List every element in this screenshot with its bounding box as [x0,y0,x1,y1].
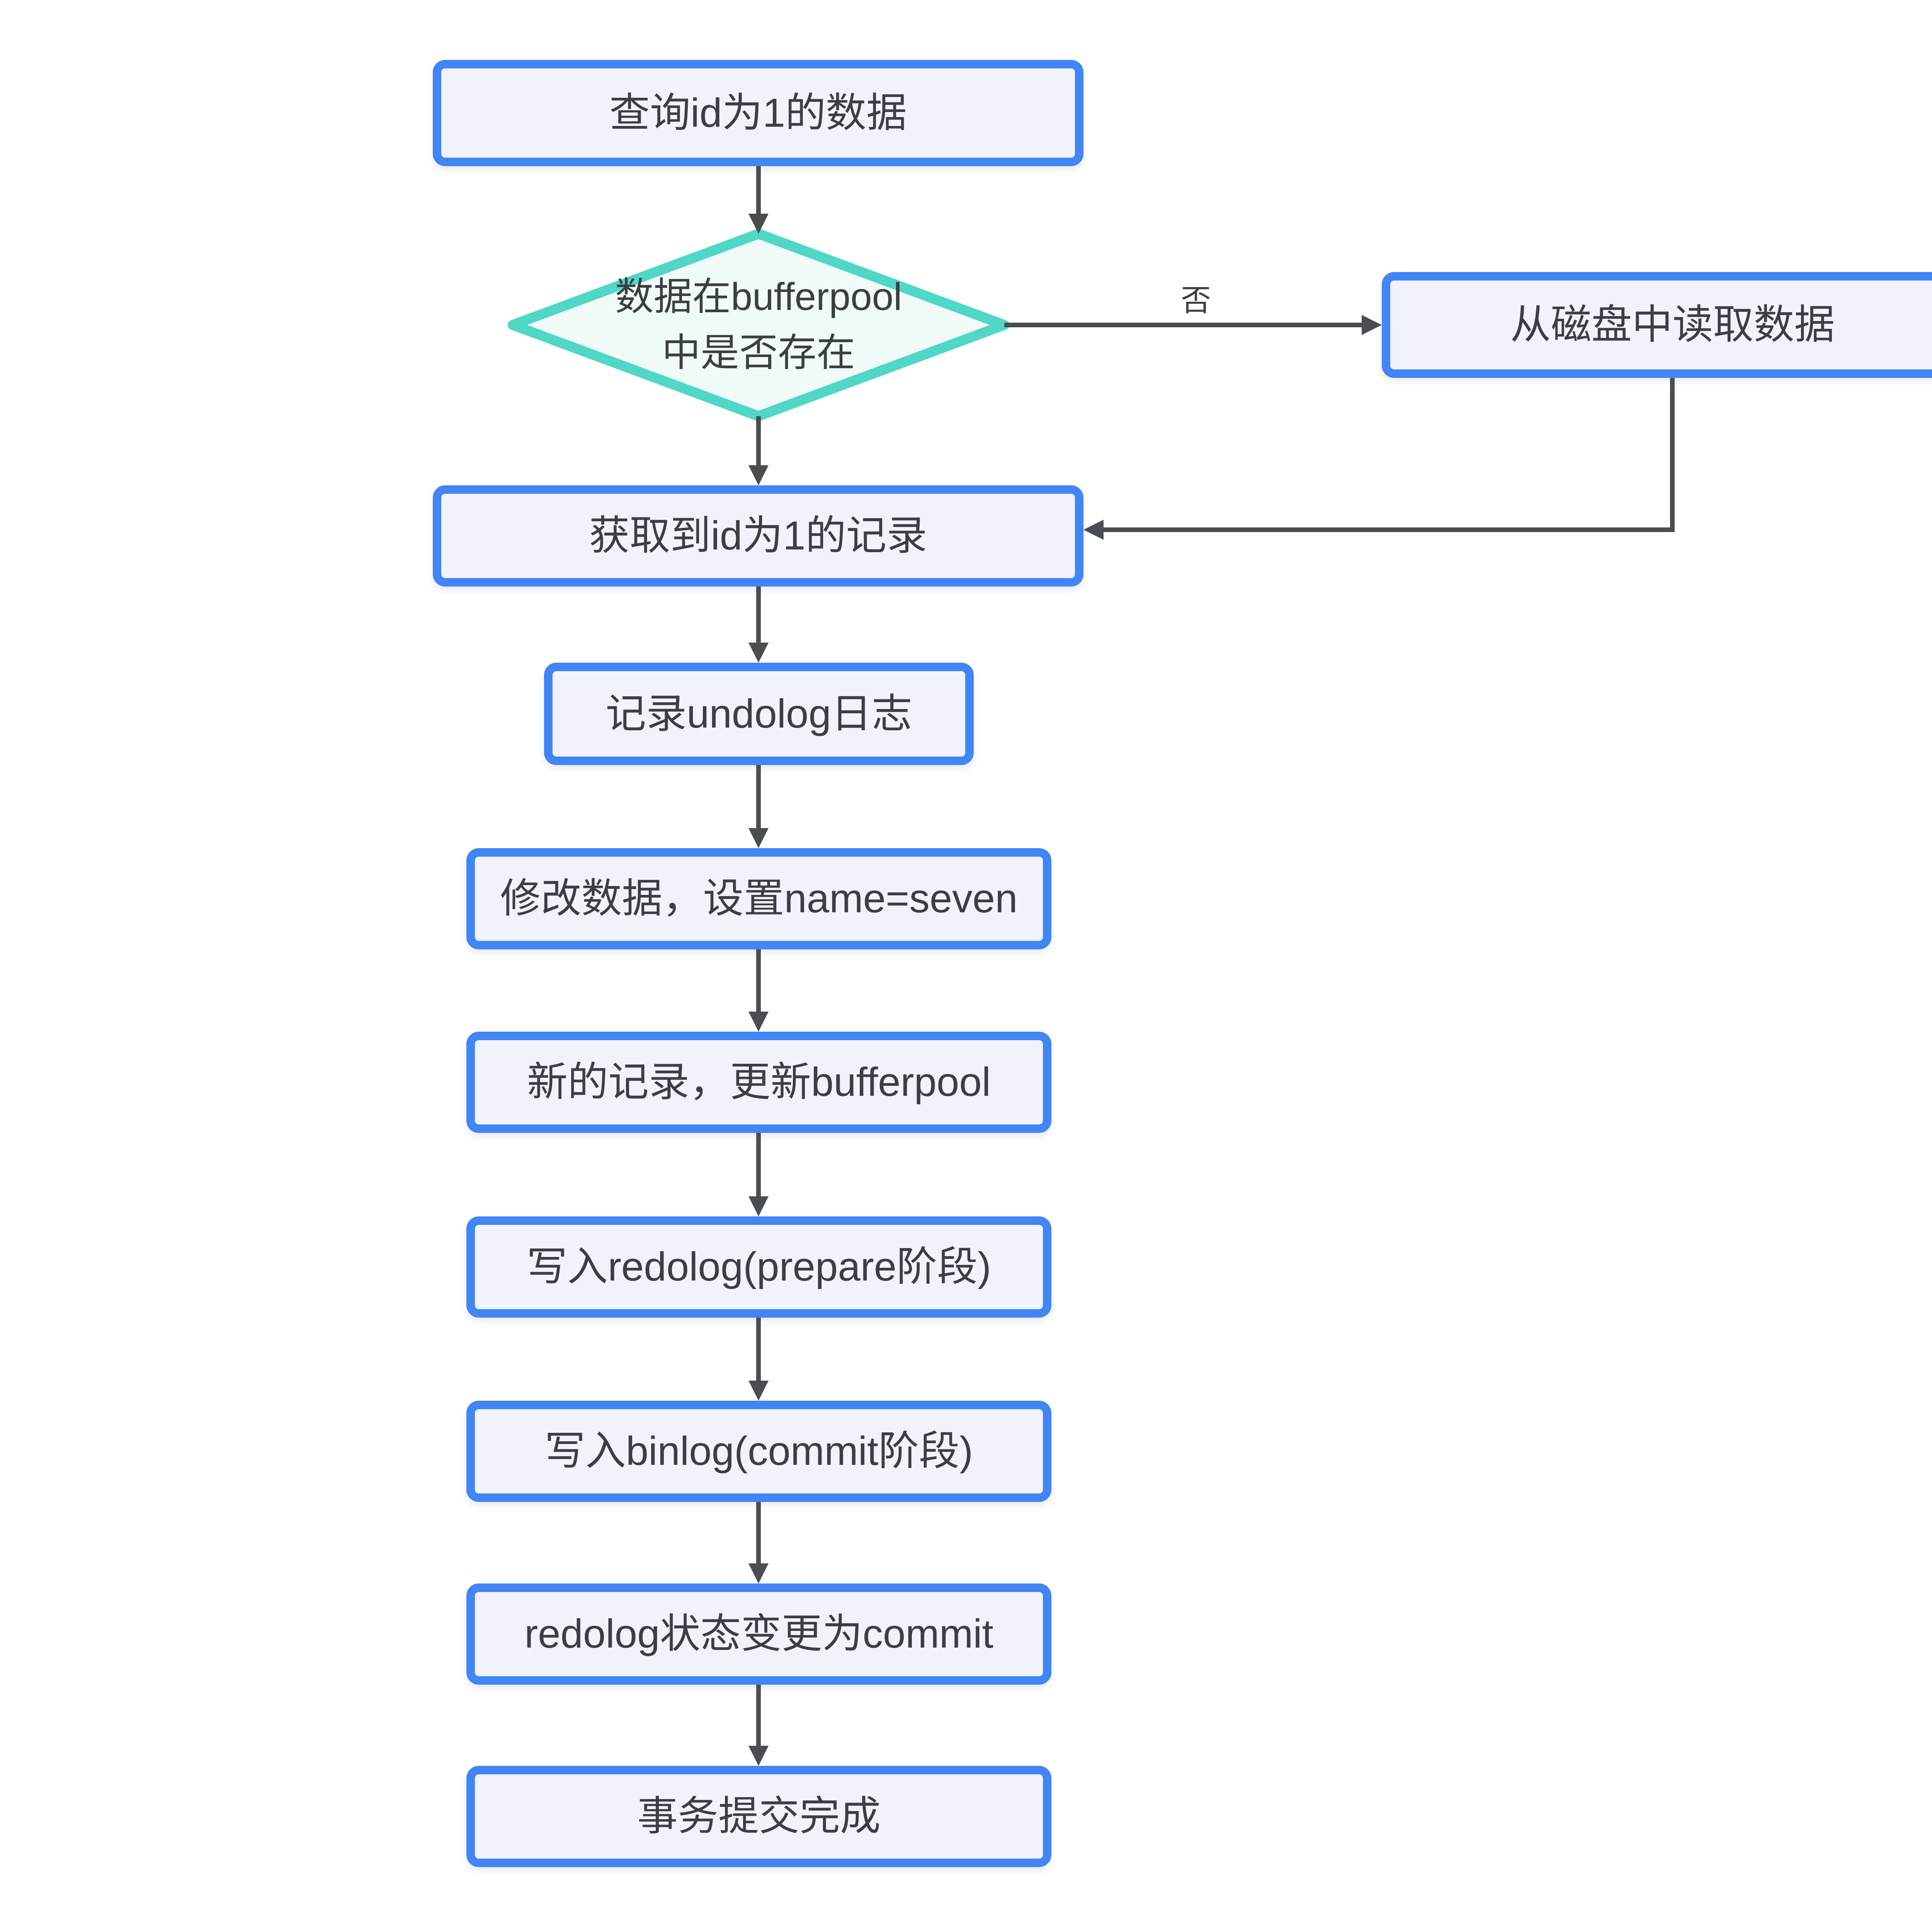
edge-binlog-to-redolog-commit-line [756,1502,761,1565]
flow-node-write-redolog-prepare-label: 写入redolog(prepare阶段) [526,1244,992,1289]
edge-check-to-got-record-arrowhead-icon [748,465,769,485]
edge-check-to-got-record-line [756,416,761,467]
flow-node-write-binlog-commit-label: 写入binlog(commit阶段) [544,1429,973,1474]
edge-update-bufferpool-to-redolog-arrowhead-icon [748,1196,769,1216]
flow-node-write-binlog-commit: 写入binlog(commit阶段) [466,1401,1051,1502]
edge-binlog-to-redolog-commit-arrowhead-icon [748,1563,769,1583]
edge-undolog-to-modify-arrowhead-icon [748,828,769,848]
flow-node-read-from-disk: 从磁盘中读取数据 [1382,272,1932,378]
decision-label-line-1: 数据在bufferpool [615,275,902,318]
flow-node-record-undolog: 记录undolog日志 [544,663,974,765]
edge-redolog-commit-to-done-arrowhead-icon [748,1746,769,1766]
flow-node-bufferpool-check: 数据在bufferpool 中是否存在 [507,228,1010,422]
edge-undolog-to-modify-line [756,765,761,830]
edge-label-no: 否 [1180,283,1211,317]
edge-disk-to-got-record-horizontal-line [1104,527,1675,532]
edge-got-record-to-undolog-line [756,587,761,644]
flow-node-transaction-done: 事务提交完成 [466,1766,1051,1867]
flow-node-redolog-to-commit-label: redolog状态变更为commit [524,1611,993,1656]
edge-query-to-check-arrowhead-icon [748,214,769,234]
flow-node-modify-data: 修改数据，设置name=seven [466,848,1051,949]
edge-modify-to-update-bufferpool-line [756,949,761,1013]
flow-node-update-bufferpool-label: 新的记录，更新bufferpool [527,1060,991,1105]
edge-query-to-check-line [756,166,761,215]
flow-node-record-undolog-label: 记录undolog日志 [605,691,912,736]
edge-redolog-commit-to-done-line [756,1685,761,1747]
flow-node-update-bufferpool: 新的记录，更新bufferpool [466,1032,1051,1133]
flow-node-query-data-label: 查询id为1的数据 [609,90,907,136]
edge-redolog-to-binlog-arrowhead-icon [748,1381,769,1401]
flow-node-query-data: 查询id为1的数据 [433,60,1083,166]
edge-check-to-disk-line [1004,323,1363,327]
flow-node-modify-data-label: 修改数据，设置name=seven [500,876,1018,921]
flow-node-read-from-disk-label: 从磁盘中读取数据 [1510,302,1835,347]
flow-node-got-record: 获取到id为1的记录 [433,485,1083,587]
edge-check-to-disk-arrowhead-icon [1362,315,1382,335]
flow-node-write-redolog-prepare: 写入redolog(prepare阶段) [466,1216,1051,1318]
edge-update-bufferpool-to-redolog-line [756,1133,761,1198]
decision-label-line-2: 中是否存在 [662,331,855,374]
edge-got-record-to-undolog-arrowhead-icon [748,643,769,663]
edge-disk-to-got-record-arrowhead-icon [1083,520,1104,540]
edge-disk-to-got-record-vertical-line [1670,378,1675,532]
flow-node-got-record-label: 获取到id为1的记录 [589,513,927,558]
edge-redolog-to-binlog-line [756,1318,761,1382]
edge-modify-to-update-bufferpool-arrowhead-icon [748,1012,769,1032]
flow-node-transaction-done-label: 事务提交完成 [637,1794,881,1839]
flow-node-redolog-to-commit: redolog状态变更为commit [466,1583,1051,1685]
flow-node-bufferpool-check-label: 数据在bufferpool 中是否存在 [615,269,902,381]
